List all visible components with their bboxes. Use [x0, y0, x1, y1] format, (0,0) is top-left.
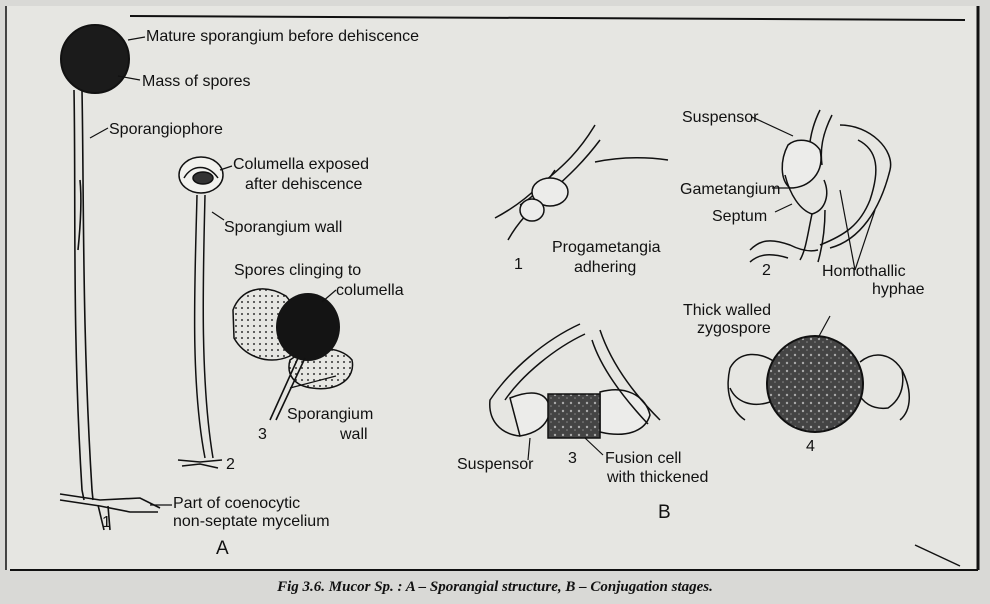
label-mature-sporangium: Mature sporangium before dehiscence — [146, 27, 419, 46]
label-septum: Septum — [712, 207, 767, 226]
label-mass-of-spores: Mass of spores — [142, 72, 250, 91]
label-zygospore-1: Thick walled — [683, 301, 771, 320]
b1-progametangia — [495, 125, 668, 240]
label-progametangia-2: adhering — [574, 258, 636, 277]
number-b4: 4 — [806, 438, 815, 456]
label-spores-clinging-2: columella — [336, 281, 404, 300]
label-zygospore-2: zygospore — [697, 319, 771, 338]
label-homothallic-1: Homothallic — [822, 262, 906, 281]
panel-b-title: B — [658, 502, 671, 524]
label-homothallic-2: hyphae — [872, 280, 925, 299]
a1-sporangium — [61, 25, 129, 93]
b4-zygospore-body — [767, 336, 863, 432]
figure-caption: Fig 3.6. Mucor Sp. : A – Sporangial stru… — [0, 579, 990, 596]
label-columella-1: Columella exposed — [233, 155, 369, 174]
a3-columella — [233, 289, 353, 420]
label-suspensor-b2: Suspensor — [682, 108, 759, 127]
number-b1: 1 — [514, 256, 523, 274]
label-spores-clinging-1: Spores clinging to — [234, 261, 361, 280]
number-b3: 3 — [568, 450, 577, 468]
label-fusion-1: Fusion cell — [605, 449, 681, 468]
number-a1: 1 — [102, 514, 111, 532]
top-rule — [130, 16, 965, 20]
label-sporangium-wall-a3-1: Sporangium — [287, 405, 373, 424]
a2-sporangiophore — [178, 157, 223, 468]
label-progametangia-1: Progametangia — [552, 238, 661, 257]
number-a2: 2 — [226, 456, 235, 474]
a1-sporangiophore — [60, 90, 160, 530]
label-sporangium-wall-a2: Sporangium wall — [224, 218, 342, 237]
label-mycelium-1: Part of coenocytic — [173, 494, 300, 513]
label-mycelium-2: non-septate mycelium — [173, 512, 330, 531]
label-fusion-2: with thickened — [607, 468, 708, 487]
b3-fusion-cell — [548, 394, 600, 438]
label-columella-2: after dehiscence — [245, 175, 362, 194]
label-sporangium-wall-a3-2: wall — [340, 425, 368, 444]
number-a3: 3 — [258, 426, 267, 444]
label-suspensor-b3: Suspensor — [457, 455, 534, 474]
panel-a-title: A — [216, 538, 229, 560]
label-sporangiophore: Sporangiophore — [109, 120, 223, 139]
number-b2: 2 — [762, 262, 771, 280]
label-gametangium: Gametangium — [680, 180, 781, 199]
